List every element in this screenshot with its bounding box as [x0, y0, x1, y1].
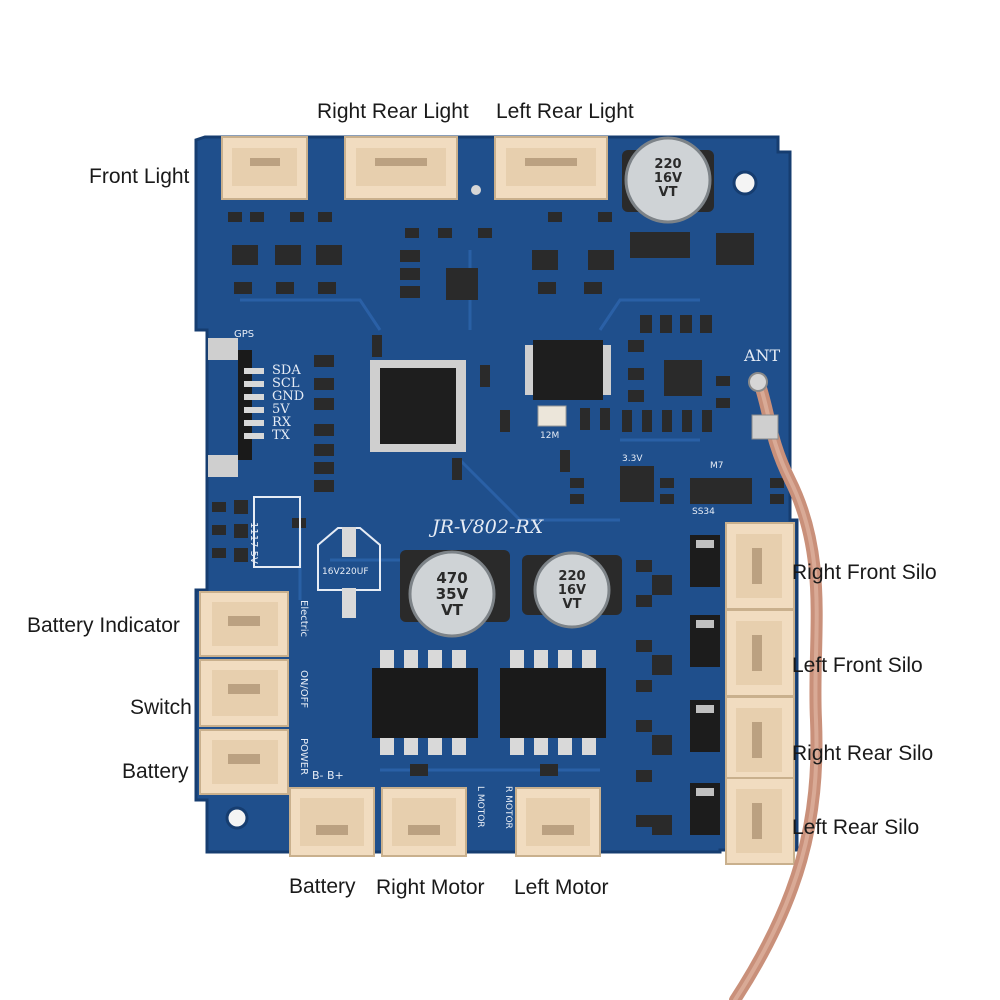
- label-switch: Switch: [130, 696, 192, 719]
- cap-small-text: 220 16V VT: [648, 158, 688, 200]
- connector-battery-bottom: [289, 787, 375, 857]
- regulator-label: 1117 5V: [248, 522, 259, 564]
- connector-left-front-silo: [725, 609, 795, 697]
- capacitor-mid: [522, 551, 622, 629]
- capacitor-large: [400, 550, 510, 638]
- mount-hole-top-right: [732, 170, 758, 196]
- power-label: POWER: [298, 738, 309, 776]
- gps-pin-5v: 5V: [272, 402, 290, 417]
- capacitor-footprint: [317, 527, 381, 591]
- label-battery-left: Battery: [122, 760, 189, 783]
- cap-small-value: 220: [654, 157, 682, 172]
- gps-pin-scl: SCL: [272, 376, 300, 391]
- connector-battery-indicator: [199, 591, 289, 657]
- m7-label: M7: [710, 461, 724, 471]
- connector-right-motor: [381, 787, 467, 857]
- label-left-rear-light: Left Rear Light: [496, 100, 634, 123]
- connector-battery-left: [199, 729, 289, 795]
- gps-header: [208, 338, 264, 477]
- via-top: [471, 185, 481, 195]
- connector-switch: [199, 659, 289, 727]
- capacitor-small: [622, 136, 714, 224]
- label-battery-bottom: Battery: [289, 875, 356, 898]
- gps-pin-sda: SDA: [272, 363, 301, 378]
- label-battery-indicator: Battery Indicator: [27, 614, 180, 637]
- r-motor-label: R MOTOR: [503, 786, 513, 829]
- label-right-front-silo: Right Front Silo: [792, 561, 937, 584]
- cap-mid-series: VT: [562, 597, 582, 612]
- antenna-label: ANT: [744, 346, 781, 365]
- connector-right-front-silo: [725, 522, 795, 610]
- rf-chip: [525, 340, 611, 400]
- label-right-rear-silo: Right Rear Silo: [792, 742, 934, 765]
- v33-label: 3.3V: [622, 454, 643, 464]
- smd-components: [212, 212, 784, 835]
- label-left-front-silo: Left Front Silo: [792, 654, 923, 677]
- antenna-cable: [729, 372, 823, 1000]
- connector-right-rear-light: [344, 136, 458, 200]
- onoff-label: ON/OFF: [298, 670, 309, 709]
- cap-small-series: VT: [658, 185, 678, 200]
- cap-mid-value: 220: [558, 569, 586, 584]
- gps-pin-gnd: GND: [272, 389, 305, 404]
- electric-label: Electric: [298, 600, 309, 638]
- connector-left-motor: [515, 787, 601, 857]
- motor-driver-right: [372, 650, 478, 755]
- cap-mid-text: 220 16V VT: [552, 570, 592, 612]
- cap-large-series: VT: [441, 601, 463, 619]
- label-left-rear-silo: Left Rear Silo: [792, 816, 920, 839]
- regulator-outline: [253, 496, 301, 568]
- l-motor-label: L MOTOR: [475, 786, 485, 828]
- cap-large-text: 470 35V VT: [428, 570, 476, 618]
- cap-large-voltage: 35V: [435, 585, 469, 603]
- connector-left-rear-silo: [725, 777, 795, 865]
- ss34-label: SS34: [692, 507, 715, 517]
- board-model-text: JR-V802-RX: [432, 516, 544, 538]
- label-front-light: Front Light: [89, 165, 190, 188]
- motor-driver-left: [500, 650, 606, 755]
- mount-hole-bottom-left: [225, 806, 249, 830]
- mcu-chip: [370, 360, 466, 452]
- crystal: [537, 405, 567, 427]
- cap-footprint-label: 16V220UF: [322, 567, 369, 577]
- connector-right-rear-silo: [725, 696, 795, 784]
- polarity-label: B- B+: [312, 769, 344, 782]
- label-right-rear-light: Right Rear Light: [317, 100, 469, 123]
- label-left-motor: Left Motor: [514, 876, 609, 899]
- gps-pin-rx: RX: [272, 415, 292, 430]
- gps-pin-labels: SDA SCL GND 5V RX TX: [272, 364, 304, 442]
- connector-front-light: [221, 136, 308, 200]
- gps-pin-tx: TX: [272, 428, 290, 443]
- crystal-label: 12M: [540, 431, 560, 441]
- connector-left-rear-light: [494, 136, 608, 200]
- gps-label: GPS: [234, 329, 255, 340]
- cap-mid-voltage: 16V: [557, 583, 587, 598]
- label-right-motor: Right Motor: [376, 876, 485, 899]
- cap-small-voltage: 16V: [653, 171, 683, 186]
- cap-large-value: 470: [436, 569, 468, 587]
